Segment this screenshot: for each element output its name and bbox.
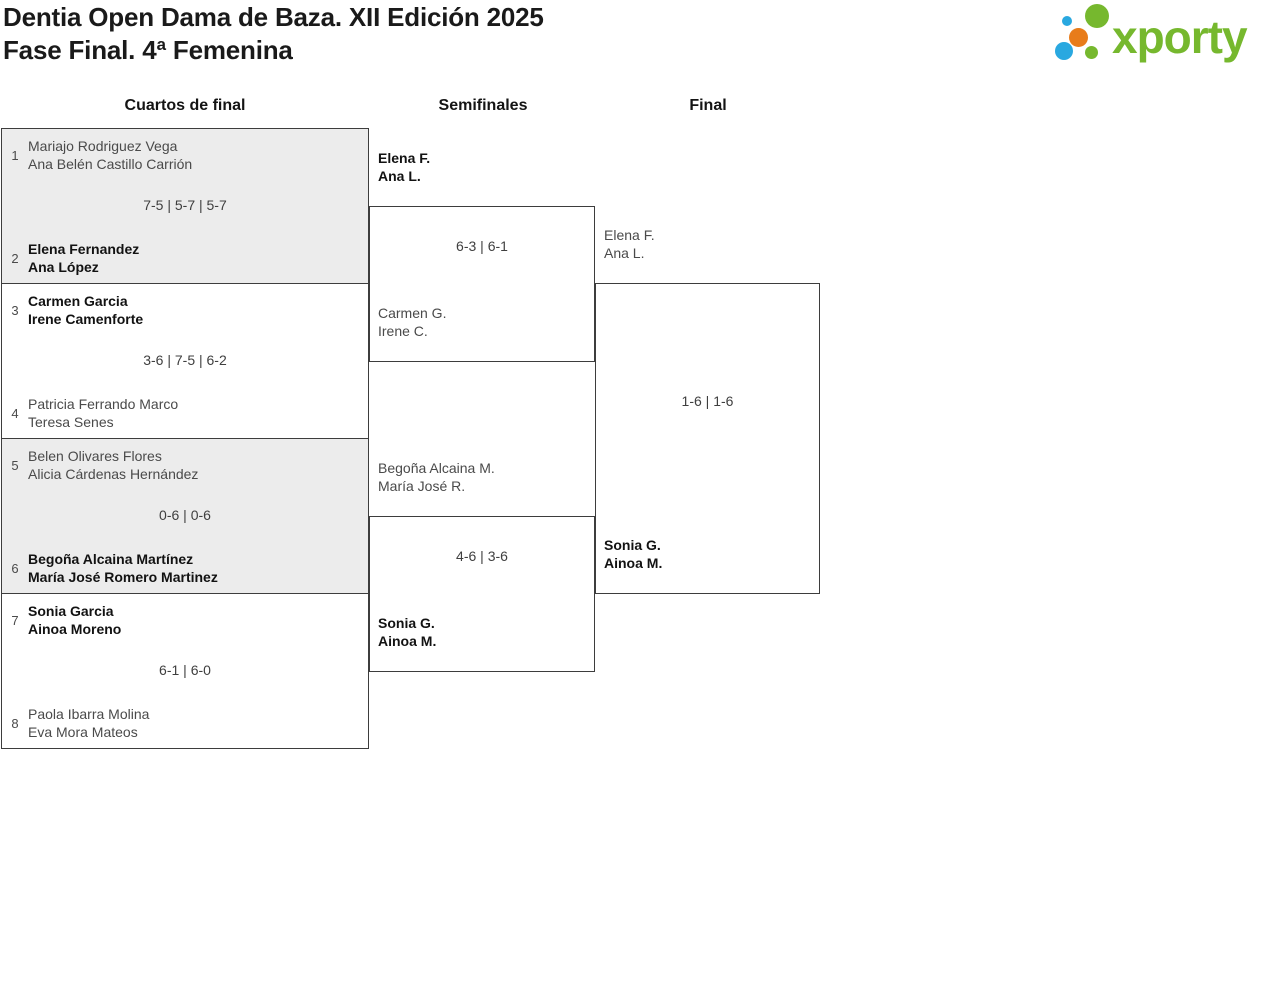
team-row: 3 Carmen Garcia Irene Camenforte <box>2 292 360 328</box>
match-score: 3-6 | 7-5 | 6-2 <box>143 352 227 368</box>
player-name: Ainoa M. <box>604 555 663 571</box>
page-subtitle: Fase Final. 4ª Femenina <box>3 35 293 65</box>
player-name: Sonia G. <box>378 615 435 631</box>
seed-number: 3 <box>11 302 19 318</box>
logo-dot-blue-small-icon <box>1062 16 1072 26</box>
column-header-semifinales: Semifinales <box>438 97 528 114</box>
player-name: Eva Mora Mateos <box>28 724 138 740</box>
seed-number: 8 <box>11 715 19 731</box>
match-score: 0-6 | 0-6 <box>159 507 211 523</box>
column-header-final: Final <box>689 97 727 114</box>
player-name: Irene Camenforte <box>28 311 144 327</box>
match-quarterfinal-2[interactable]: 3 Carmen Garcia Irene Camenforte 3-6 | 7… <box>1 283 369 439</box>
team-row: Elena F. Ana L. <box>378 149 430 185</box>
player-name: Belen Olivares Flores <box>28 448 162 464</box>
player-name: Elena F. <box>604 227 655 243</box>
player-name: Teresa Senes <box>28 414 114 430</box>
logo-text: xporty <box>1112 11 1248 63</box>
logo-dot-blue-large-icon <box>1055 42 1073 60</box>
page-title-block: Dentia Open Dama de Baza. XII Edición 20… <box>3 1 544 67</box>
team-row: 8 Paola Ibarra Molina Eva Mora Mateos <box>2 705 360 741</box>
player-name: Irene C. <box>378 323 428 339</box>
player-name: María José Romero Martinez <box>28 569 218 585</box>
team-row: 2 Elena Fernandez Ana López <box>2 240 360 276</box>
match-quarterfinal-1[interactable]: 1 Mariajo Rodriguez Vega Ana Belén Casti… <box>1 128 369 284</box>
match-quarterfinal-4[interactable]: 7 Sonia Garcia Ainoa Moreno 6-1 | 6-0 8 … <box>1 593 369 749</box>
seed-number: 5 <box>11 457 19 473</box>
match-semifinal-2[interactable]: Begoña Alcaina M. María José R. 4-6 | 3-… <box>369 460 595 672</box>
team-row: Sonia G. Ainoa M. <box>604 536 662 572</box>
player-name: Carmen G. <box>378 305 447 321</box>
logo-dot-green-large-icon <box>1085 4 1109 28</box>
player-name: Elena Fernandez <box>28 241 140 257</box>
team-row: Elena F. Ana L. <box>604 226 655 262</box>
team-row: 6 Begoña Alcaina Martínez María José Rom… <box>2 550 360 586</box>
xporty-logo[interactable]: xporty <box>1050 0 1280 72</box>
player-name: Begoña Alcaina Martínez <box>28 551 194 567</box>
team-row: 5 Belen Olivares Flores Alicia Cárdenas … <box>2 447 360 483</box>
player-name: Alicia Cárdenas Hernández <box>28 466 199 482</box>
team-row: 1 Mariajo Rodriguez Vega Ana Belén Casti… <box>2 137 360 173</box>
match-quarterfinal-3[interactable]: 5 Belen Olivares Flores Alicia Cárdenas … <box>1 438 369 594</box>
player-name: Ainoa Moreno <box>28 621 122 637</box>
seed-number: 2 <box>11 250 19 266</box>
player-name: Ana López <box>28 259 99 275</box>
player-name: Carmen Garcia <box>28 293 128 309</box>
seed-number: 6 <box>11 560 19 576</box>
match-score: 7-5 | 5-7 | 5-7 <box>143 197 227 213</box>
player-name: Paola Ibarra Molina <box>28 706 150 722</box>
team-row: Carmen G. Irene C. <box>378 304 446 340</box>
team-row: Sonia G. Ainoa M. <box>378 614 436 650</box>
match-score: 4-6 | 3-6 <box>456 548 508 564</box>
column-header-cuartos: Cuartos de final <box>124 97 246 114</box>
logo-dot-green-small-icon <box>1085 46 1098 59</box>
seed-number: 1 <box>11 147 19 163</box>
player-name: Patricia Ferrando Marco <box>28 396 179 412</box>
player-name: Sonia Garcia <box>28 603 114 619</box>
player-name: Begoña Alcaina M. <box>378 460 495 476</box>
seed-number: 4 <box>11 405 19 421</box>
page-title: Dentia Open Dama de Baza. XII Edición 20… <box>3 2 544 32</box>
seed-number: 7 <box>11 612 19 628</box>
player-name: Mariajo Rodriguez Vega <box>28 138 178 154</box>
match-score: 1-6 | 1-6 <box>681 393 734 409</box>
player-name: Ana Belén Castillo Carrión <box>28 156 193 172</box>
logo-dot-orange-icon <box>1069 28 1088 47</box>
team-row: 4 Patricia Ferrando Marco Teresa Senes <box>2 395 360 431</box>
match-score: 6-3 | 6-1 <box>456 238 508 254</box>
player-name: Ana L. <box>378 168 421 184</box>
player-name: Ana L. <box>604 245 645 261</box>
match-score: 6-1 | 6-0 <box>159 662 211 678</box>
match-semifinal-1[interactable]: Elena F. Ana L. 6-3 | 6-1 Carmen G. Iren… <box>369 150 595 362</box>
team-row: Begoña Alcaina M. María José R. <box>378 459 495 495</box>
team-row: 7 Sonia Garcia Ainoa Moreno <box>2 602 360 638</box>
player-name: Elena F. <box>378 150 431 166</box>
player-name: María José R. <box>378 478 466 494</box>
player-name: Ainoa M. <box>378 633 437 649</box>
match-final[interactable]: Elena F. Ana L. 1-6 | 1-6 Sonia G. Ainoa… <box>595 227 820 594</box>
player-name: Sonia G. <box>604 537 661 553</box>
